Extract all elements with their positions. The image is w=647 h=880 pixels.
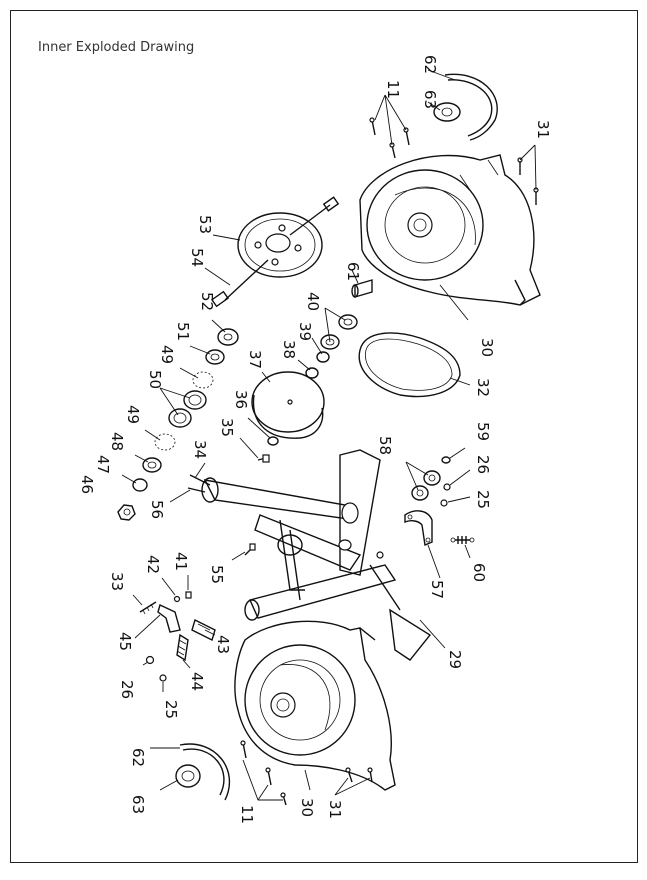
- part-25-right: [440, 499, 448, 507]
- label-56: 56: [148, 500, 166, 519]
- part-washer-63-bottom: [175, 764, 201, 788]
- label-38: 38: [280, 340, 298, 359]
- part-screws-31-bottom: [345, 767, 373, 783]
- part-snapring-49-low: [154, 433, 176, 451]
- drawing-frame: [10, 10, 638, 863]
- part-washer-47: [132, 478, 148, 492]
- label-32: 32: [474, 378, 492, 397]
- part-frame-29: [201, 449, 432, 661]
- part-labels: 11 62 63 31 53 54 61 30 40 52 39 38 51 4…: [78, 55, 552, 824]
- label-11-top: 11: [384, 80, 402, 99]
- label-26-left: 26: [118, 680, 136, 699]
- part-bearings-40: [320, 314, 358, 350]
- label-50: 50: [146, 370, 164, 389]
- label-36: 36: [232, 390, 250, 409]
- label-58: 58: [376, 436, 394, 455]
- part-25-left: [159, 674, 167, 682]
- part-bearings-58: [411, 470, 441, 501]
- part-bearing-48: [142, 457, 162, 473]
- label-31-bottom: 31: [326, 800, 344, 819]
- part-bracket-57: [404, 510, 433, 547]
- label-47: 47: [94, 455, 112, 474]
- part-ring-38: [305, 367, 319, 379]
- label-40: 40: [304, 292, 322, 311]
- part-bolt-35: [257, 454, 270, 463]
- label-62-top: 62: [421, 55, 439, 74]
- label-54: 54: [188, 248, 206, 267]
- part-26-right: [443, 483, 451, 491]
- label-37: 37: [246, 350, 264, 369]
- part-washer-63-top: [433, 102, 461, 122]
- label-44: 44: [188, 672, 206, 691]
- label-29: 29: [446, 650, 464, 669]
- label-25-right: 25: [474, 490, 492, 509]
- label-61: 61: [344, 262, 362, 281]
- part-arc-62-top: [444, 73, 498, 141]
- part-59: [441, 456, 451, 464]
- part-screws-11-bottom: [240, 740, 287, 806]
- label-43: 43: [214, 635, 232, 654]
- label-42: 42: [144, 555, 162, 574]
- label-57: 57: [428, 580, 446, 599]
- label-31-top: 31: [534, 120, 552, 139]
- part-arc-62-bottom: [179, 743, 231, 801]
- label-63-top: 63: [421, 90, 439, 109]
- part-bracket-45: [157, 604, 181, 633]
- label-30-top: 30: [478, 338, 496, 357]
- part-bolt-34-56: [187, 474, 211, 493]
- label-34: 34: [191, 440, 209, 459]
- label-39: 39: [296, 322, 314, 341]
- label-35: 35: [218, 418, 236, 437]
- label-46: 46: [78, 475, 96, 494]
- part-41: [185, 591, 192, 599]
- part-nut-46: [117, 504, 136, 521]
- leader-lines: [121, 69, 537, 801]
- part-spring-60: [450, 536, 475, 544]
- part-bearings-50: [168, 390, 207, 428]
- part-shell-left-bottom: [234, 620, 396, 791]
- label-48: 48: [108, 432, 126, 451]
- part-bearing-51: [205, 349, 225, 365]
- label-49-top: 49: [158, 345, 176, 364]
- label-26-right: 26: [474, 455, 492, 474]
- label-41: 41: [172, 552, 190, 571]
- part-pad-43: [191, 619, 216, 641]
- part-washer-52: [217, 328, 239, 346]
- part-washer-36: [267, 436, 279, 446]
- drawing-title: Inner Exploded Drawing: [38, 40, 195, 55]
- part-42: [173, 595, 181, 603]
- label-51: 51: [174, 322, 192, 341]
- label-55: 55: [208, 565, 226, 584]
- label-60: 60: [470, 563, 488, 582]
- label-25-left: 25: [162, 700, 180, 719]
- label-63-bottom: 63: [129, 795, 147, 814]
- part-crank-pulley-53: [210, 196, 340, 308]
- part-screws-11-top: [369, 117, 410, 159]
- part-shell-right-top: [359, 154, 541, 306]
- label-53: 53: [196, 215, 214, 234]
- part-bolt-55: [244, 543, 256, 556]
- part-flywheel-37: [251, 371, 325, 439]
- part-belt-32: [358, 332, 461, 398]
- part-spring-33: [139, 601, 157, 615]
- label-33: 33: [108, 572, 126, 591]
- label-52: 52: [198, 292, 216, 311]
- label-11-bottom: 11: [238, 805, 256, 824]
- label-45: 45: [116, 632, 134, 651]
- part-snapring-49-top: [192, 371, 214, 389]
- part-pad-44: [176, 633, 189, 662]
- label-59: 59: [474, 422, 492, 441]
- part-26-left: [145, 655, 155, 665]
- part-ring-39: [316, 351, 330, 363]
- label-30-bottom: 30: [298, 798, 316, 817]
- label-49-low: 49: [124, 405, 142, 424]
- label-62-bottom: 62: [129, 748, 147, 767]
- part-shaft-61: [351, 279, 373, 298]
